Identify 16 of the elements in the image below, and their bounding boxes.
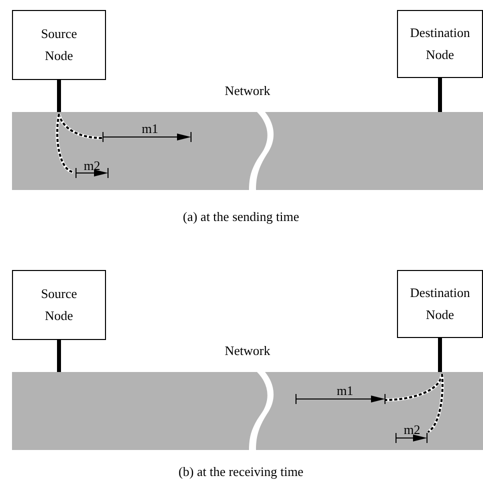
- connector-line: [438, 338, 442, 372]
- node-box: Source Node: [12, 10, 106, 80]
- node-box: Destination Node: [397, 10, 483, 78]
- message-label: m1: [336, 384, 354, 398]
- message-label: m1: [142, 122, 158, 136]
- connector-line: [57, 340, 61, 372]
- subfigure-caption: (b) at the receiving time: [178, 465, 304, 479]
- subfigure-caption: (a) at the sending time: [182, 210, 300, 224]
- node-box: Source Node: [12, 270, 106, 340]
- message-label: m2: [404, 423, 420, 437]
- connector-line: [438, 78, 442, 112]
- network-label: Network: [224, 343, 270, 358]
- message-label: m2: [84, 159, 100, 173]
- network-label: Network: [224, 83, 270, 98]
- connector-line: [57, 80, 61, 112]
- node-box: Destination Node: [397, 270, 483, 338]
